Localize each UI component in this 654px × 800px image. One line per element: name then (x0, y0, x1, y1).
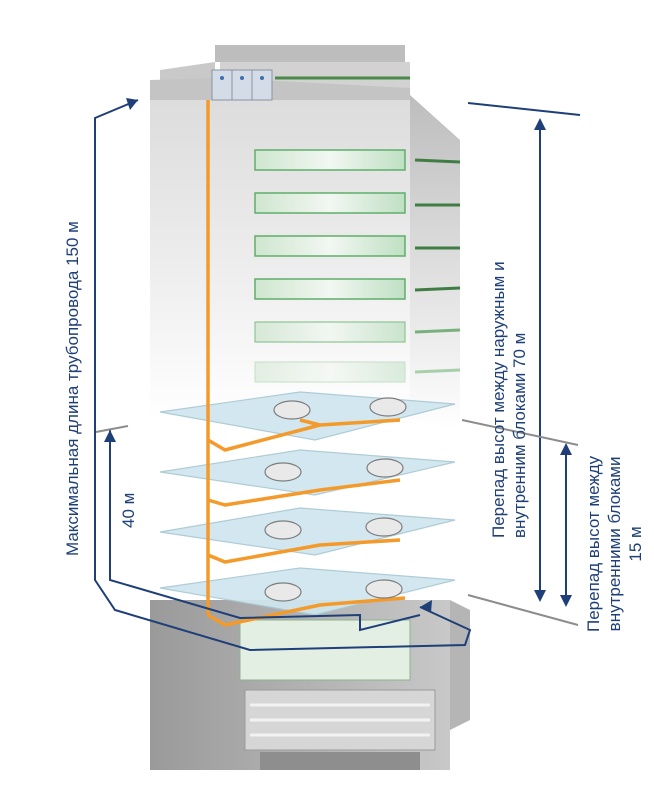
floor-slab-3 (159, 449, 456, 496)
indoor-indoor-height-label: Перепад высот между внутренними блоками … (584, 455, 645, 632)
cassette-unit-icon (365, 517, 403, 537)
window-bands (254, 149, 406, 383)
floor-slabs (159, 391, 456, 616)
outdoor-unit-icon (211, 69, 273, 101)
cassette-unit-icon (273, 400, 311, 420)
extension-lines (95, 419, 579, 626)
indoor-units (264, 397, 407, 602)
side-balconies (414, 158, 461, 374)
annotation-lines (94, 98, 581, 652)
cassette-unit-icon (369, 397, 407, 417)
cassette-unit-icon (264, 520, 302, 540)
cassette-unit-icon (264, 462, 302, 482)
refrigerant-piping (206, 100, 406, 627)
tower-side-facade (410, 95, 460, 430)
segment-length-label: 40 м (119, 492, 138, 528)
max-length-route (94, 99, 472, 652)
outdoor-indoor-height-label: Перепад высот между наружным и внутренни… (489, 261, 529, 538)
cassette-unit-icon (366, 458, 404, 478)
cassette-unit-icon (264, 582, 302, 602)
segment-route (109, 430, 421, 632)
max-pipe-length-label: Максимальная длина трубопровода 150 м (63, 221, 82, 556)
podium-base (150, 600, 470, 770)
cassette-unit-icon (365, 579, 403, 599)
